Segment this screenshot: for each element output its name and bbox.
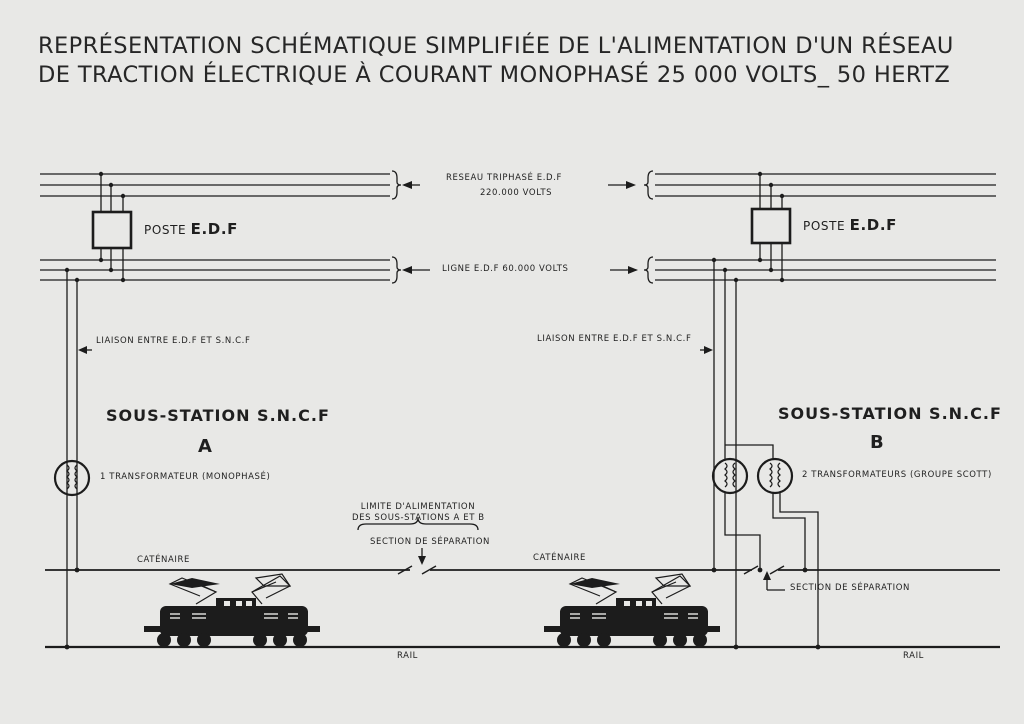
poste-edf-label-left: POSTE E.D.F [144,220,238,238]
sous-station-a-letter: A [198,436,212,457]
diagram-title-line-1: REPRÉSENTATION SCHÉMATIQUE SIMPLIFIÉE DE… [38,33,954,59]
brace-220-right [643,170,654,200]
transformer-b2-symbol [756,457,794,495]
section-separation-label-right: SECTION DE SÉPARATION [790,583,910,593]
liaison-label-a: LIAISON ENTRE E.D.F ET S.N.C.F [96,336,251,346]
poste-edf-box-left [91,210,133,250]
poste-edf-label-right: POSTE E.D.F [803,216,897,234]
diagram-title-line-2: DE TRACTION ÉLECTRIQUE À COURANT MONOPHA… [38,62,951,88]
limite-alimentation-label-2: DES SOUS-STATIONS A ET B [352,513,485,523]
section-separation-label-mid: SECTION DE SÉPARATION [370,537,490,547]
limite-alimentation-label-1: LIMITE D'ALIMENTATION [360,502,476,512]
transformer-a-label: 1 TRANSFORMATEUR (MONOPHASÉ) [100,472,271,482]
transformer-a-symbol [53,459,91,497]
sous-station-b-letter: B [870,432,884,453]
rail-label-mid: RAIL [397,651,419,661]
transformer-b-label: 2 TRANSFORMATEURS (GROUPE SCOTT) [802,470,992,480]
rail-label-right: RAIL [903,651,925,661]
transformer-b1-symbol [711,457,749,495]
sous-station-b-title: SOUS-STATION S.N.C.F [778,404,1002,423]
limite-brace [357,517,479,531]
brace-220-left [391,170,402,200]
liaison-label-b: LIAISON ENTRE E.D.F ET S.N.C.F [537,334,692,344]
reseau-volts-label: 220.000 VOLTS [480,188,553,198]
brace-60-right [643,256,654,284]
locomotive-left [144,573,320,647]
poste-edf-box-right [750,207,792,245]
catenaire-label-mid: CATÉNAIRE [533,553,587,563]
ligne-edf-label: LIGNE E.D.F 60.000 VOLTS [442,264,569,274]
reseau-triphase-label: RESEAU TRIPHASÉ E.D.F [446,173,562,183]
sous-station-a-title: SOUS-STATION S.N.C.F [106,406,330,425]
brace-60-left [391,256,402,284]
locomotive-right [544,573,720,647]
catenaire-label-left: CATÉNAIRE [137,555,191,565]
